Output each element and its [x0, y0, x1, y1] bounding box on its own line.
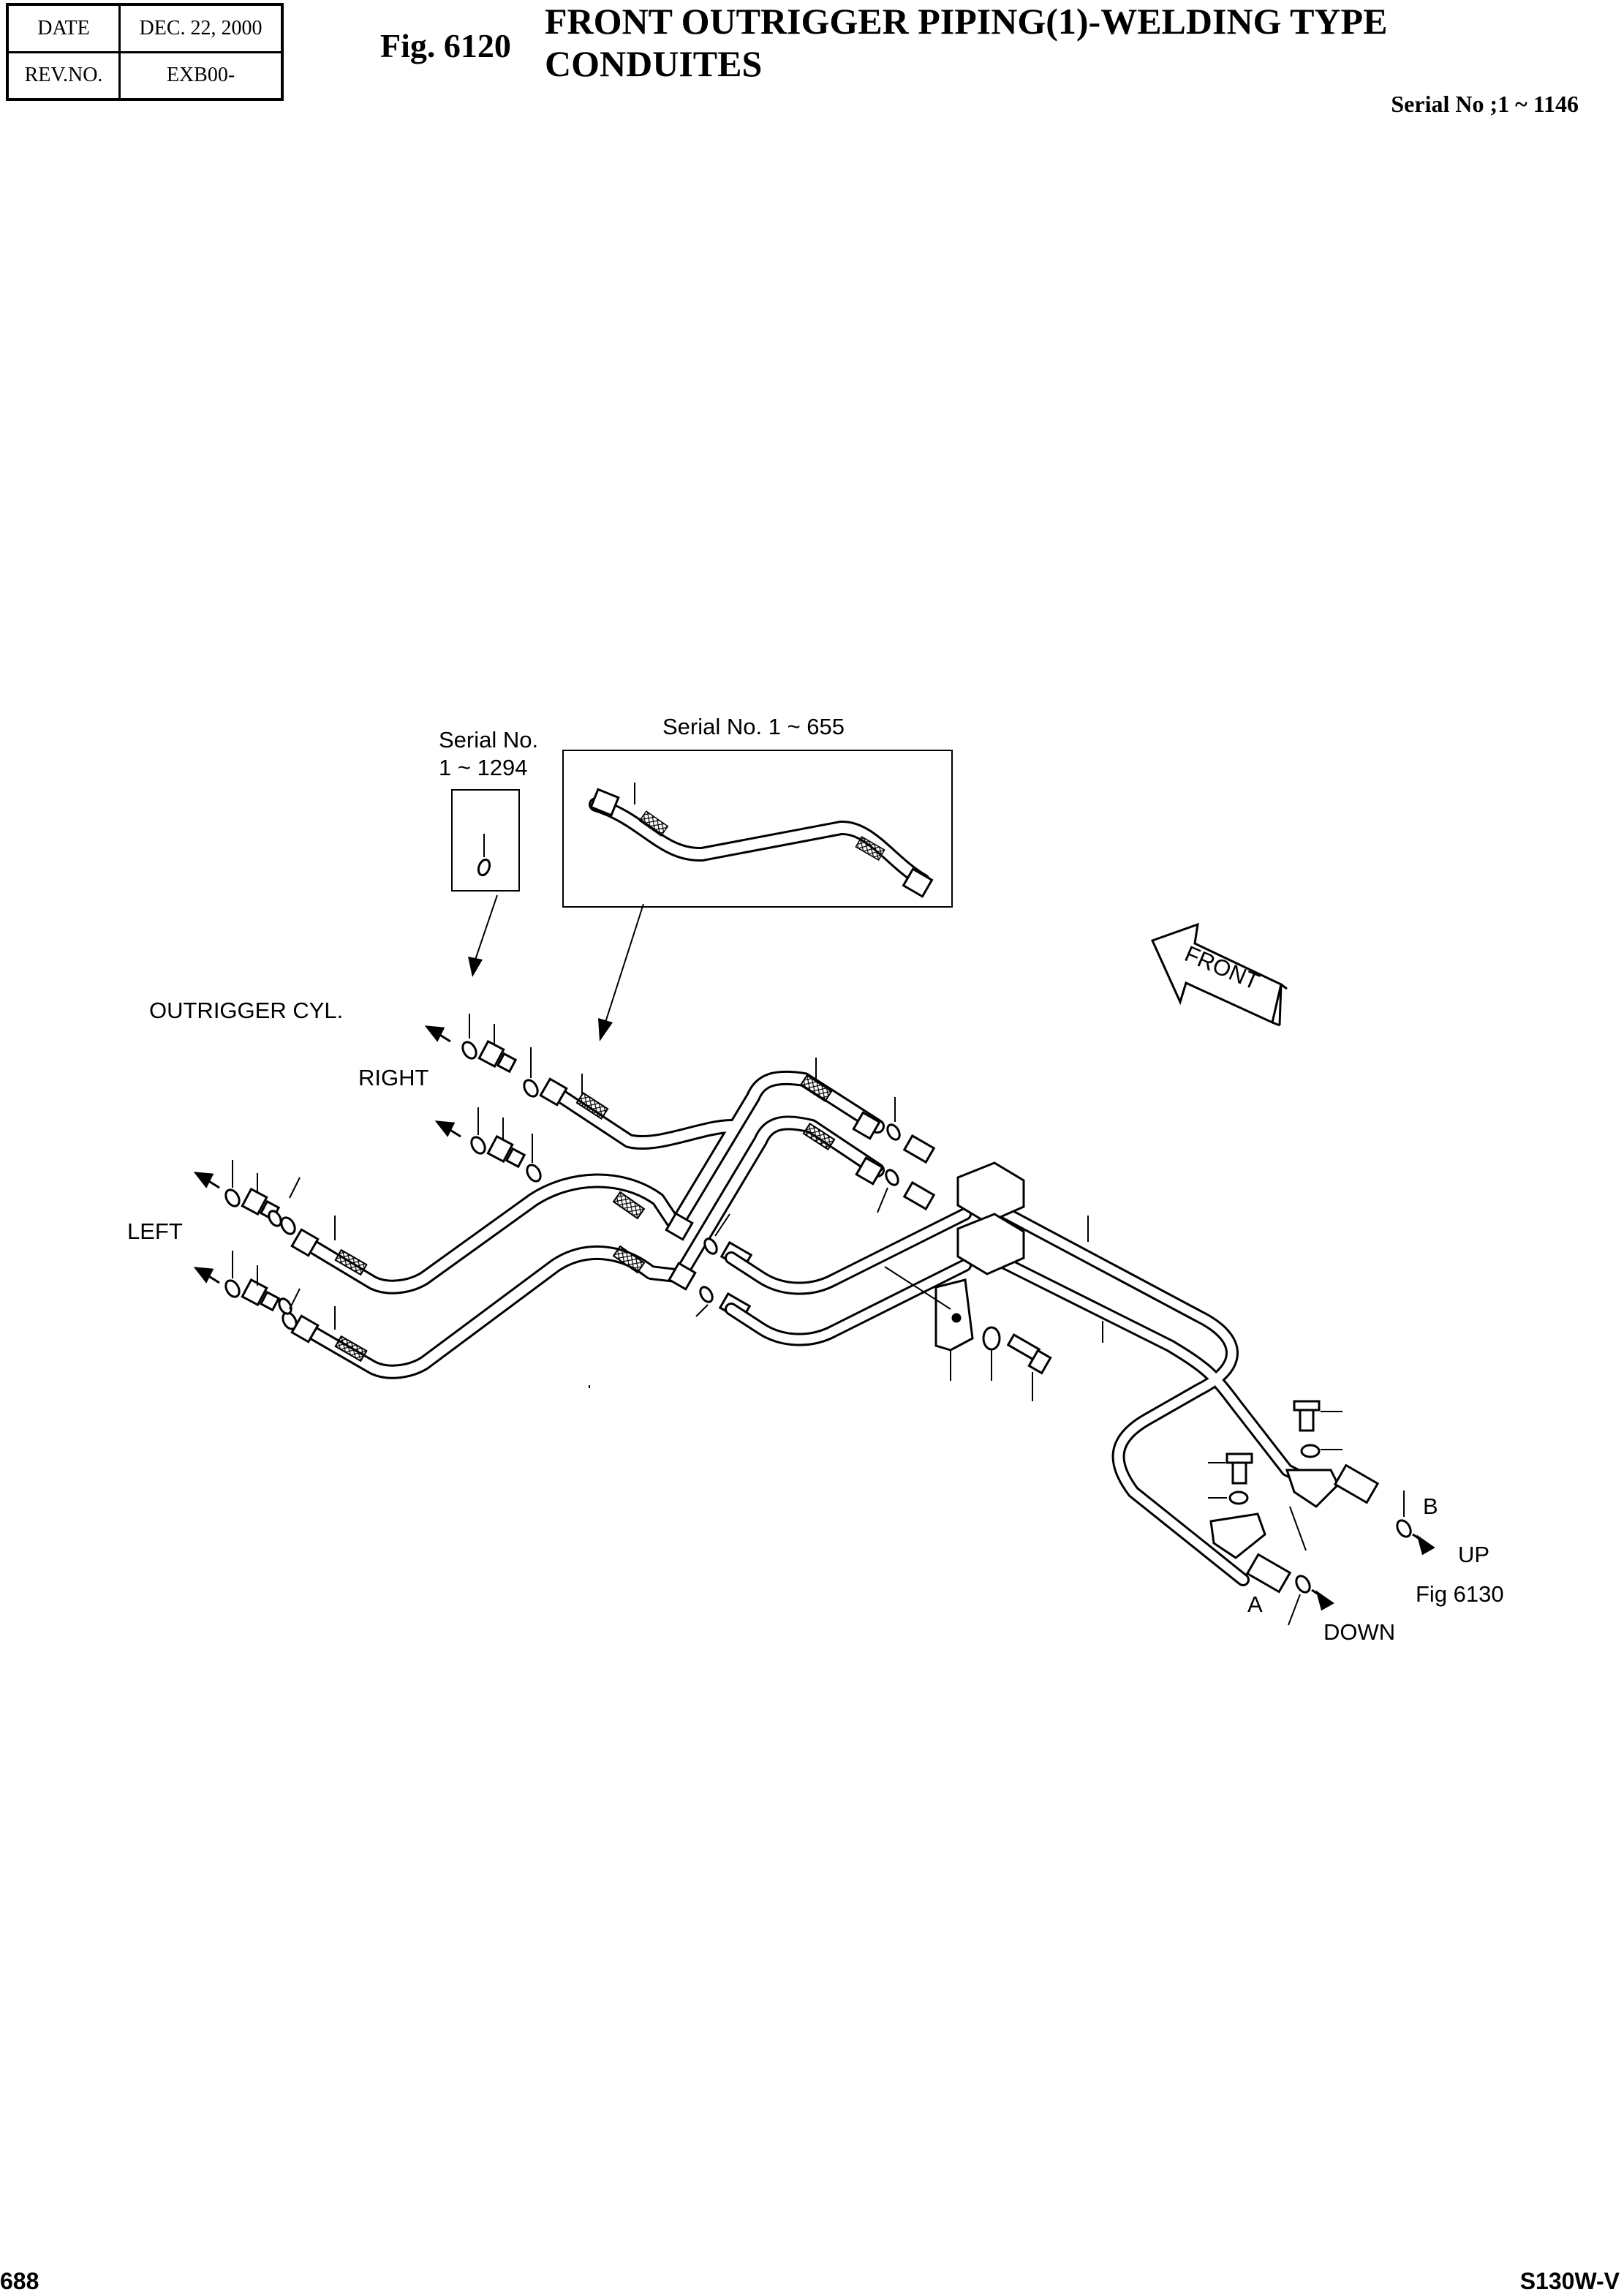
- date-label: DATE: [6, 3, 121, 53]
- header-info-table: DATE DEC. 22, 2000 REV.NO. EXB00-: [6, 3, 284, 101]
- inset-small-oring: [451, 789, 520, 977]
- hose-ends: [334, 1074, 836, 1363]
- output-arrows: [1311, 1533, 1435, 1611]
- fig-reference-label: Fig 6130: [1416, 1581, 1504, 1607]
- clamp-assembly-mid: [934, 1278, 1052, 1375]
- orings-mid: [268, 1123, 901, 1315]
- hose-nuts: [290, 1077, 884, 1344]
- port-fittings: [224, 1039, 542, 1330]
- right-label: RIGHT: [358, 1065, 429, 1090]
- leader-lines: [232, 1014, 1405, 1626]
- date-value: DEC. 22, 2000: [118, 3, 284, 53]
- figure-title-line2: CONDUITES: [545, 43, 763, 84]
- down-label: DOWN: [1323, 1619, 1395, 1645]
- inset-small-title1: Serial No.: [439, 727, 538, 753]
- inset-large-title: Serial No. 1 ~ 655: [662, 714, 845, 739]
- serial-range: Serial No ;1 ~ 1146: [1391, 91, 1579, 117]
- hose-lines: [300, 1070, 885, 1379]
- rev-label: REV.NO.: [6, 50, 121, 101]
- rev-value: EXB00-: [118, 50, 284, 101]
- port-b-label: B: [1423, 1493, 1438, 1519]
- model-number: S130W-V: [1519, 2268, 1620, 2294]
- port-a-label: A: [1247, 1591, 1263, 1617]
- outrigger-cyl-label: OUTRIGGER CYL.: [149, 998, 343, 1023]
- cylinder-port-arrows: [193, 1025, 461, 1284]
- up-label: UP: [1458, 1542, 1489, 1567]
- figure-title-line1: FRONT OUTRIGGER PIPING(1)-WELDING TYPE: [545, 1, 1388, 42]
- figure-number: Fig. 6120: [380, 27, 511, 64]
- front-direction-arrow: FRONT: [1150, 922, 1288, 1027]
- inset-large-hose: [562, 750, 953, 1041]
- figure-title: FRONT OUTRIGGER PIPING(1)-WELDING TYPE C…: [545, 0, 1387, 85]
- clamp-assembly-output: [1209, 1400, 1412, 1594]
- steel-tubes: [725, 1193, 1323, 1586]
- tee-blocks: [956, 1161, 1025, 1275]
- left-label: LEFT: [127, 1218, 183, 1244]
- inset-small-title2: 1 ~ 1294: [439, 755, 528, 780]
- page-number: 688: [0, 2268, 39, 2294]
